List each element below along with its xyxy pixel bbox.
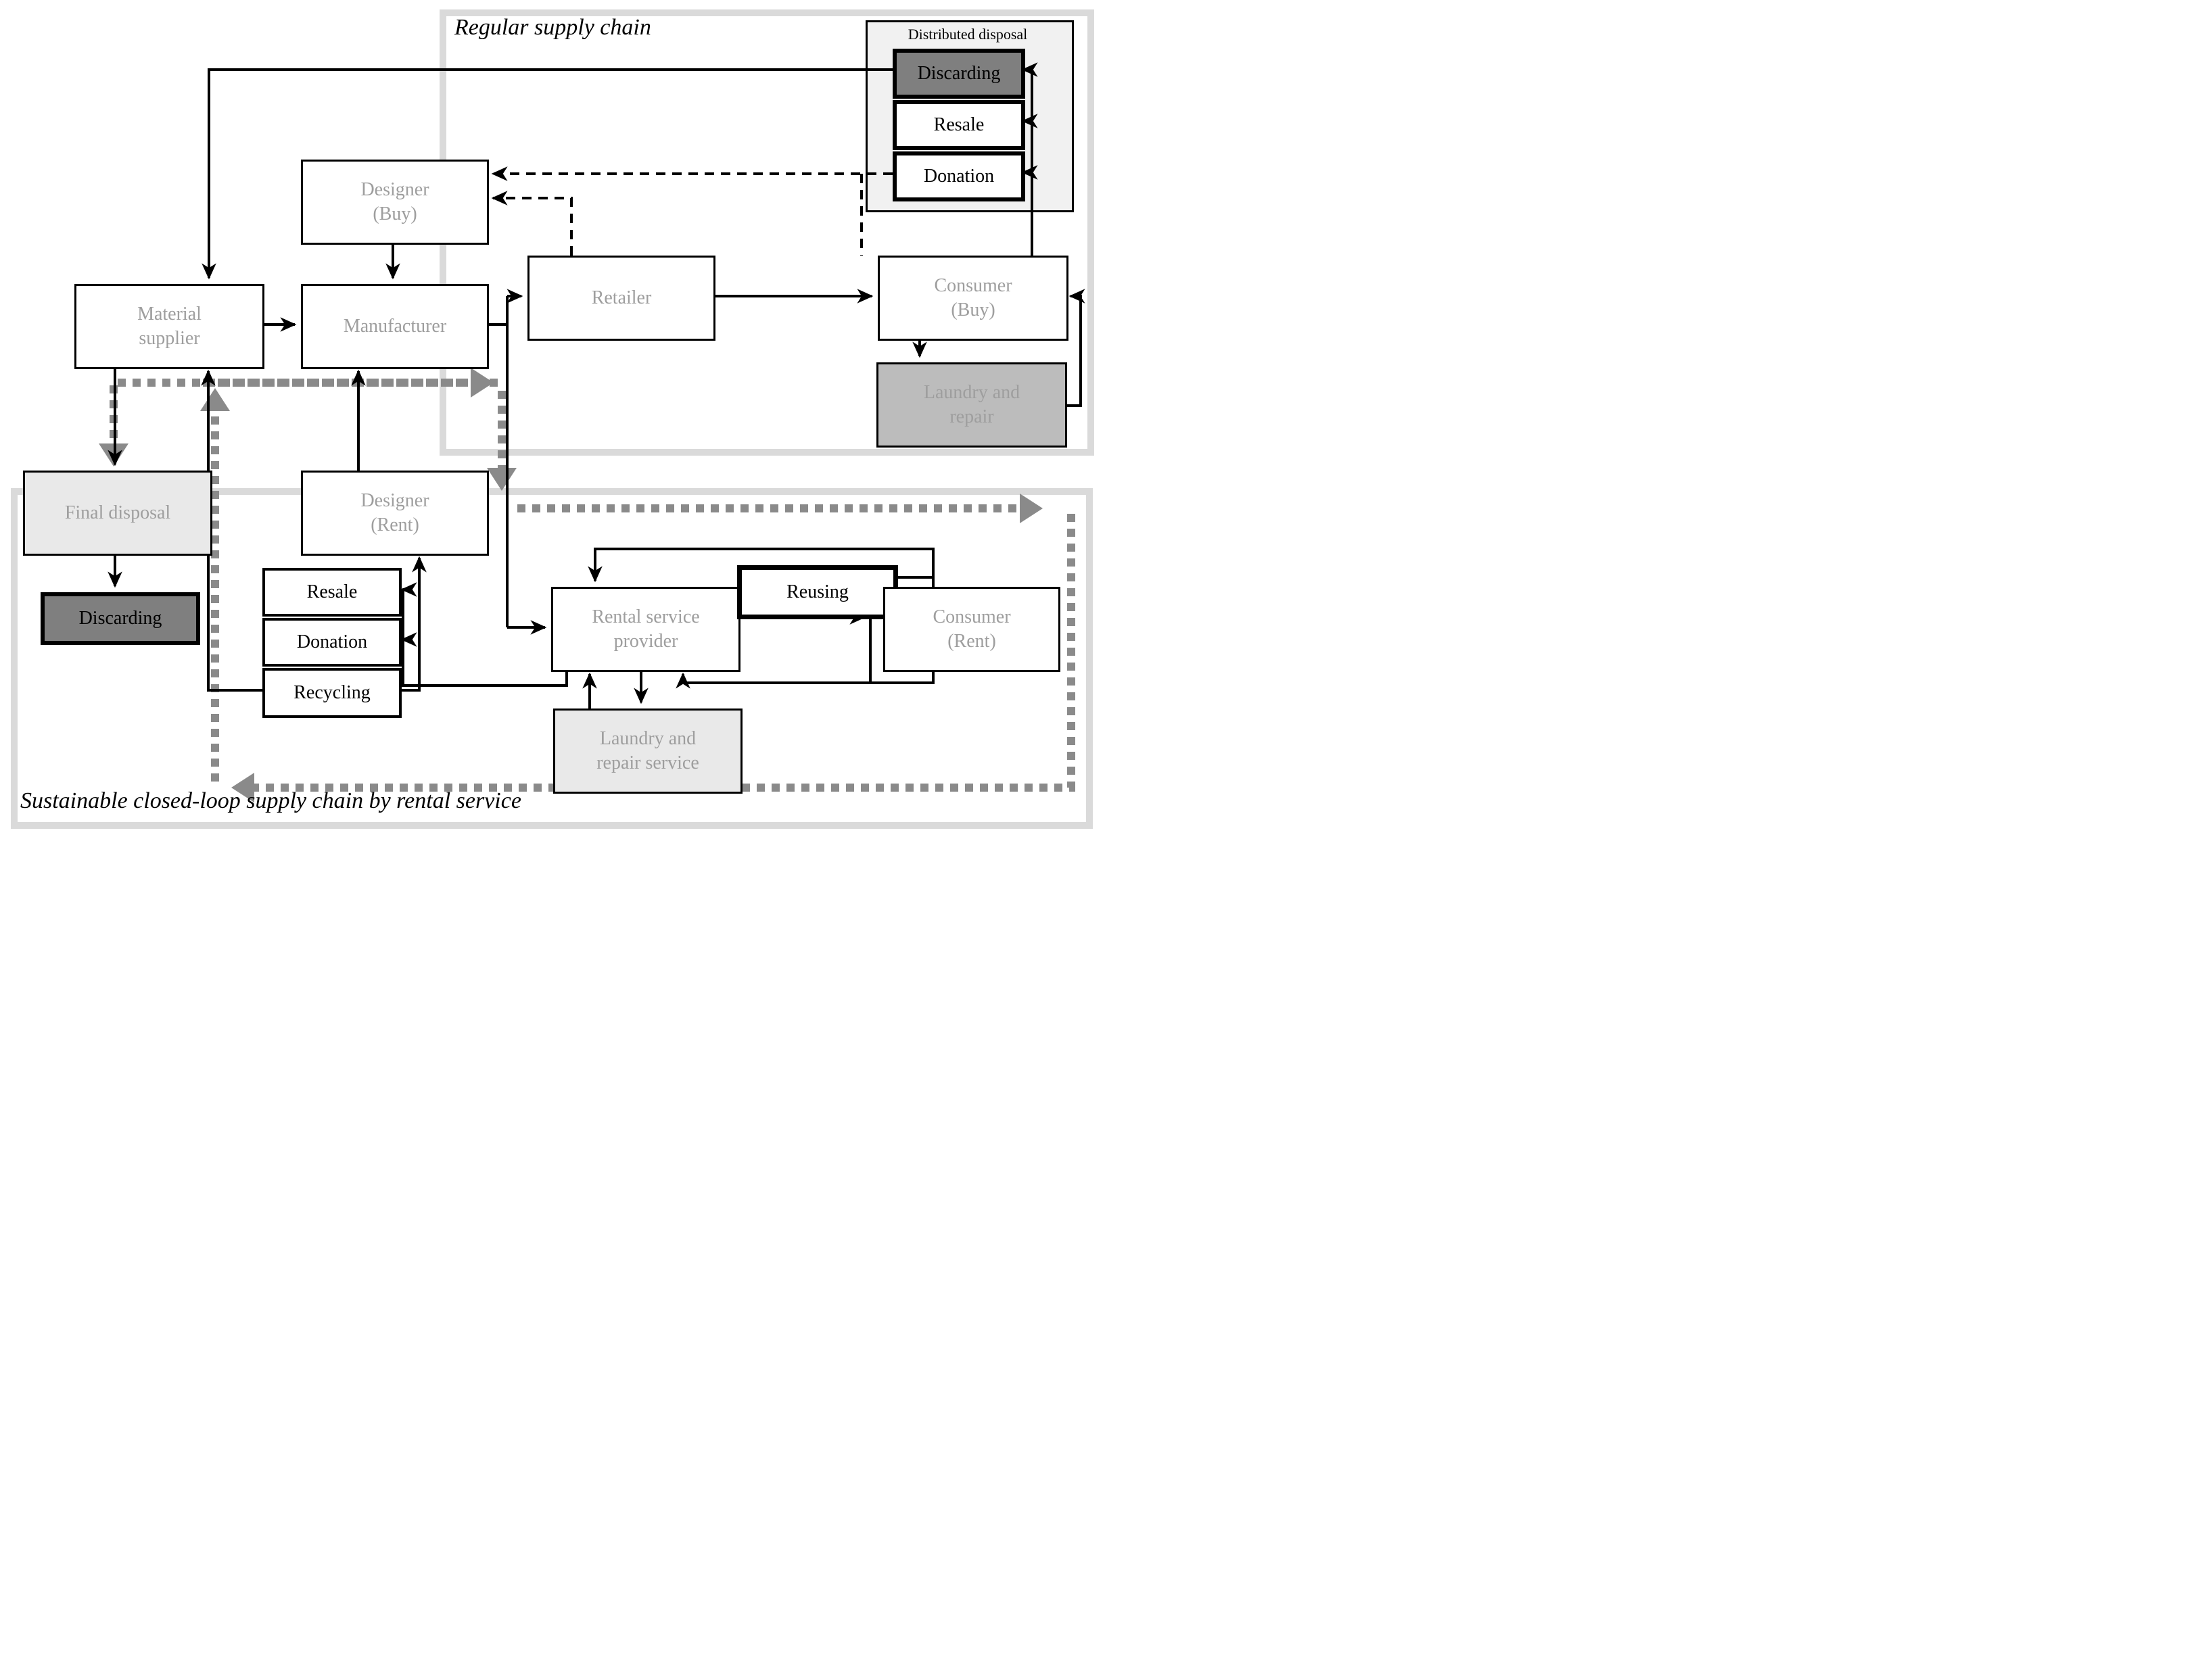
- node-label: Laundry and: [599, 727, 697, 749]
- node-material-supplier: Material supplier: [74, 284, 264, 369]
- node-rental-service-provider: Rental service provider: [551, 587, 740, 672]
- arrow-discarding-to-material-supplier: [202, 68, 893, 280]
- regular-chain-title: Regular supply chain: [454, 15, 651, 40]
- node-label: Reusing: [786, 581, 849, 602]
- node-label: Designer: [360, 489, 429, 511]
- node-label: (Buy): [951, 299, 995, 320]
- node-retailer: Retailer: [527, 256, 715, 341]
- node-label: repair service: [596, 752, 699, 773]
- node-label: (Buy): [373, 203, 417, 224]
- node-label: Consumer: [933, 606, 1011, 627]
- node-label: Donation: [923, 165, 995, 187]
- node-manufacturer: Manufacturer: [301, 284, 489, 369]
- node-label: Laundry and: [923, 381, 1020, 403]
- arrow-consumer-rent-return-to-provider: [676, 668, 935, 689]
- node-donation-rental: Donation: [262, 618, 402, 667]
- node-label: Discarding: [78, 607, 162, 629]
- node-label: Final disposal: [64, 502, 171, 523]
- node-label: Resale: [933, 114, 985, 135]
- node-label: supplier: [139, 328, 200, 349]
- arrow-laundry-loop-to-consumer-buy: [1063, 289, 1085, 407]
- sustainable-chain-title: Sustainable closed-loop supply chain by …: [20, 788, 521, 813]
- node-laundry-and-repair: Laundry and repair: [876, 362, 1067, 448]
- node-label: Material: [137, 303, 202, 325]
- node-label: Rental service: [592, 606, 700, 627]
- node-label: repair: [949, 406, 994, 427]
- arrow-reusing-loop-to-provider: [588, 548, 935, 587]
- node-reusing: Reusing: [737, 565, 898, 619]
- node-label: Manufacturer: [343, 315, 447, 337]
- node-consumer-buy: Consumer (Buy): [878, 256, 1068, 341]
- sustainable-chain-container: [11, 488, 1093, 829]
- node-final-disposal: Final disposal: [23, 471, 212, 556]
- node-label: Donation: [296, 631, 368, 652]
- node-laundry-repair-service: Laundry and repair service: [553, 709, 743, 794]
- node-resale-rental: Resale: [262, 568, 402, 617]
- dashed-retailer-to-designer-buy: [491, 191, 573, 256]
- node-label: Resale: [306, 581, 358, 602]
- distributed-disposal-title: Distributed disposal: [908, 26, 1028, 43]
- node-label: (Rent): [947, 631, 996, 652]
- node-label: Consumer: [934, 274, 1012, 296]
- node-designer-rent: Designer (Rent): [301, 471, 489, 556]
- node-label: (Rent): [371, 514, 419, 535]
- node-label: Designer: [360, 178, 429, 200]
- node-resale-distributed: Resale: [893, 100, 1025, 150]
- node-consumer-rent: Consumer (Rent): [883, 587, 1060, 672]
- node-discarding-distributed: Discarding: [893, 49, 1025, 99]
- diagram-stage: Distributed disposal: [0, 0, 1106, 829]
- dotted-rental-loop-bottom: [231, 514, 1075, 802]
- node-donation-distributed: Donation: [893, 151, 1025, 201]
- node-label: Recycling: [293, 681, 371, 703]
- arrow-into-designer-rent: [396, 556, 427, 692]
- node-label: provider: [613, 631, 678, 652]
- node-recycling: Recycling: [262, 668, 402, 718]
- node-label: Discarding: [917, 62, 1001, 84]
- dotted-return-to-final-disposal: [99, 379, 498, 466]
- node-label: Retailer: [591, 287, 652, 308]
- node-discarding-final: Discarding: [41, 592, 200, 645]
- arrow-provider-to-resale: [400, 582, 568, 687]
- node-designer-buy: Designer (Buy): [301, 160, 489, 245]
